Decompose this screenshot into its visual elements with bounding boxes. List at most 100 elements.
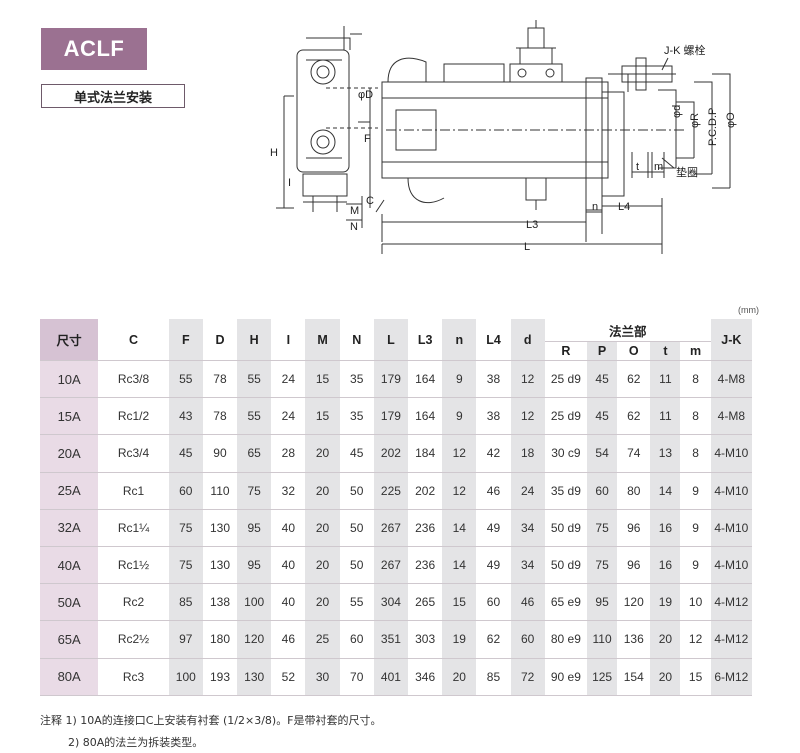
label-C: C xyxy=(366,195,374,207)
table-cell: 100 xyxy=(168,658,203,696)
table-cell: 10 xyxy=(680,583,711,622)
table-cell: 55 xyxy=(168,360,203,399)
table-cell: 20 xyxy=(650,658,681,696)
table-cell: 95 xyxy=(587,583,618,622)
table-cell: 9 xyxy=(442,360,477,399)
table-cell: 80 e9 xyxy=(544,620,587,659)
table-cell: 202 xyxy=(373,434,409,473)
col-D: D xyxy=(202,319,238,361)
size-cell: 15A xyxy=(40,397,99,436)
table-cell: 55 xyxy=(237,360,272,399)
label-phi-R: φR xyxy=(689,113,701,128)
col-JK: J-K xyxy=(710,319,752,361)
label-jk-bolt: J-K 螺栓 xyxy=(664,43,706,57)
table-cell: 14 xyxy=(650,472,681,510)
table-cell: 4-M10 xyxy=(710,472,752,510)
table-cell: 62 xyxy=(617,360,651,399)
col-L: L xyxy=(373,319,409,361)
table-cell: 12 xyxy=(442,434,477,473)
table-cell: 12 xyxy=(510,397,545,436)
table-cell: 202 xyxy=(408,472,443,510)
table-cell: 12 xyxy=(510,360,545,399)
table-cell: 15 xyxy=(305,360,340,399)
table-cell: 4-M12 xyxy=(710,620,752,659)
table-cell: 20 xyxy=(442,658,477,696)
table-cell: 130 xyxy=(237,658,272,696)
table-cell: 74 xyxy=(617,434,651,473)
col-C: C xyxy=(98,319,169,361)
table-cell: 50 xyxy=(339,509,374,547)
table-cell: 85 xyxy=(476,658,511,696)
table-cell: 193 xyxy=(202,658,238,696)
table-cell: 78 xyxy=(202,397,238,436)
table-cell: 60 xyxy=(510,620,545,659)
table-cell: 25 d9 xyxy=(544,397,587,436)
table-cell: 70 xyxy=(339,658,374,696)
size-cell: 65A xyxy=(40,620,99,659)
table-cell: 20 xyxy=(305,583,340,622)
table-cell: 49 xyxy=(476,546,511,585)
table-cell: Rc1/2 xyxy=(98,397,169,436)
table-cell: 46 xyxy=(476,472,511,510)
table-cell: 38 xyxy=(476,360,511,399)
table-cell: 179 xyxy=(373,397,409,436)
table-cell: 351 xyxy=(373,620,409,659)
table-cell: 45 xyxy=(587,360,618,399)
table-cell: 154 xyxy=(617,658,651,696)
table-cell: 49 xyxy=(476,509,511,547)
table-cell: 130 xyxy=(202,546,238,585)
table-cell: 30 xyxy=(305,658,340,696)
table-cell: Rc1 xyxy=(98,472,169,510)
table-cell: 54 xyxy=(587,434,618,473)
technical-drawing: J-K 螺栓 φD F H I M N C n L4 L3 L φd φR P.… xyxy=(270,20,737,254)
table-cell: 24 xyxy=(271,360,306,399)
size-cell: 20A xyxy=(40,434,99,473)
table-cell: 85 xyxy=(168,583,203,622)
mounting-type-title: 单式法兰安装 xyxy=(41,84,185,108)
table-cell: 50 xyxy=(339,546,374,585)
table-cell: 20 xyxy=(305,509,340,547)
table-cell: 45 xyxy=(168,434,203,473)
table-cell: 9 xyxy=(680,546,711,585)
col-d: d xyxy=(510,319,545,361)
col-L3: L3 xyxy=(408,319,443,361)
table-cell: 95 xyxy=(237,509,272,547)
table-cell: 15 xyxy=(305,397,340,436)
table-cell: 25 xyxy=(305,620,340,659)
label-m: m xyxy=(654,161,663,173)
spec-table: 尺寸 C F D H I M N L L3 n L4 d 法兰部 J-K R P… xyxy=(40,319,752,696)
label-L4: L4 xyxy=(618,201,630,213)
table-cell: Rc1½ xyxy=(98,546,169,585)
table-cell: Rc1¼ xyxy=(98,509,169,547)
table-cell: 62 xyxy=(617,397,651,436)
size-cell: 80A xyxy=(40,658,99,696)
table-cell: 62 xyxy=(476,620,511,659)
table-cell: Rc2 xyxy=(98,583,169,622)
label-pcd-p: P.C.D.P xyxy=(707,108,719,146)
label-phi-d: φd xyxy=(671,105,683,118)
table-cell: 34 xyxy=(510,546,545,585)
table-cell: 4-M8 xyxy=(710,397,752,436)
table-cell: 9 xyxy=(680,472,711,510)
table-cell: 13 xyxy=(650,434,681,473)
col-F: F xyxy=(168,319,203,361)
note-1: 注释 1) 10A的连接口C上安装有衬套 (1/2×3/8)。F是带衬套的尺寸。 xyxy=(40,714,382,727)
label-phi-D: φD xyxy=(358,89,373,101)
table-cell: 225 xyxy=(373,472,409,510)
table-cell: 50 d9 xyxy=(544,509,587,547)
table-cell: 138 xyxy=(202,583,238,622)
table-cell: 8 xyxy=(680,434,711,473)
table-cell: 164 xyxy=(408,397,443,436)
table-cell: 35 d9 xyxy=(544,472,587,510)
size-cell: 25A xyxy=(40,472,99,510)
label-phi-O: φO xyxy=(725,112,737,128)
table-cell: 46 xyxy=(510,583,545,622)
table-cell: 6-M12 xyxy=(710,658,752,696)
table-cell: 9 xyxy=(680,509,711,547)
table-cell: 42 xyxy=(476,434,511,473)
table-cell: 4-M10 xyxy=(710,546,752,585)
table-cell: 236 xyxy=(408,509,443,547)
table-cell: 72 xyxy=(510,658,545,696)
